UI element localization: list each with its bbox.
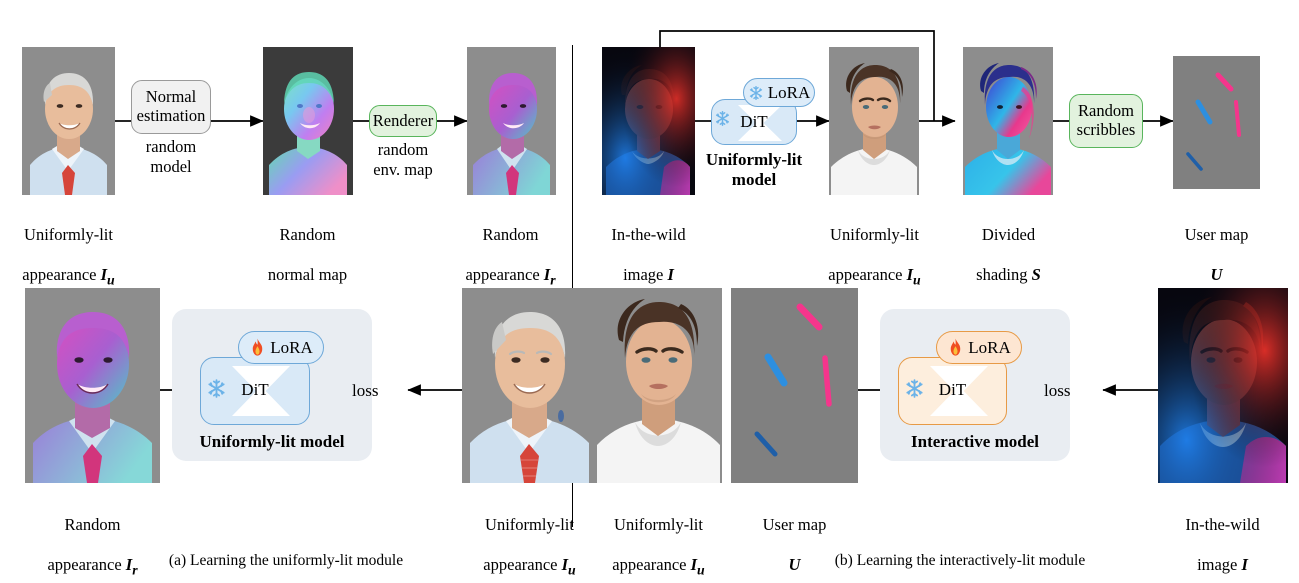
image-random-appearance-a-bottom — [25, 288, 160, 483]
caption-uniformly-lit-a-bottom: Uniformly-lit appearance Iu — [483, 515, 576, 578]
caption-user-map-b-top: User map U — [1184, 225, 1249, 285]
caption-user-map-b-bottom: User map U — [762, 515, 827, 575]
lora-label-b-top: LoRA — [767, 82, 811, 102]
op-renderer-box[interactable]: Renderer — [369, 105, 437, 137]
image-in-the-wild-b-top — [602, 47, 695, 195]
panel-divider — [572, 45, 574, 527]
op-random-scribbles-box[interactable]: Random scribbles — [1069, 94, 1143, 148]
caption-divided-shading: Divided shading S — [976, 225, 1041, 285]
op-renderer-sublabel: random env. map — [373, 140, 433, 179]
flame-icon-lora-b-bottom — [951, 338, 961, 356]
caption-random-appearance-a-top: Random appearance Ir — [465, 225, 556, 288]
lora-label-a-bottom: LoRA — [270, 337, 313, 357]
op-normal-estimation-sublabel: random model — [145, 137, 197, 176]
image-user-map-b-top — [1173, 56, 1260, 189]
scribble-pink-top — [1215, 72, 1234, 92]
image-uniformly-lit-appearance-a-top — [22, 47, 115, 195]
lora-pill-a-bottom[interactable]: LoRA — [238, 331, 324, 364]
scribble-blue-bottom — [754, 431, 778, 457]
model-name-b-bottom: Interactive model — [911, 432, 1039, 451]
caption-uniformly-lit-appearance-a-top: Uniformly-lit appearance Iu — [22, 225, 115, 288]
image-divided-shading — [963, 47, 1053, 195]
subcaption-a: (a) Learning the uniformly-lit module — [168, 552, 404, 569]
scribble-blue-mid — [764, 353, 788, 387]
scribble-pink-right — [822, 355, 832, 407]
image-uniformly-lit-b-bottom — [595, 288, 722, 483]
dit-block-a-bottom[interactable] — [200, 357, 310, 425]
model-name-a-bottom: Uniformly-lit model — [199, 432, 345, 451]
snowflake-icon-dit-b-top — [715, 111, 730, 126]
model-name-b-top: Uniformly-lit model — [705, 150, 803, 190]
scribble-blue-mid — [1195, 99, 1213, 125]
loss-label-b-bottom: loss — [1044, 381, 1071, 400]
lora-label-b-bottom: LoRA — [968, 337, 1011, 357]
caption-in-the-wild-b-bottom: In-the-wild image I — [1185, 515, 1260, 575]
image-uniformly-lit-b-top — [829, 47, 919, 195]
image-in-the-wild-b-bottom — [1158, 288, 1288, 483]
image-user-map-b-bottom — [731, 288, 858, 483]
caption-uniformly-lit-b-top: Uniformly-lit appearance Iu — [828, 225, 921, 288]
lora-pill-b-bottom[interactable]: LoRA — [936, 331, 1022, 364]
op-normal-estimation-box[interactable]: Normal estimation — [131, 80, 211, 134]
caption-in-the-wild-b-top: In-the-wild image I — [611, 225, 686, 285]
lora-pill-b-top[interactable]: LoRA — [743, 78, 815, 107]
caption-random-normal-map: Random normal map — [267, 225, 348, 285]
caption-random-appearance-a-bottom: Random appearance Ir — [47, 515, 138, 578]
scribble-pink-right — [1234, 100, 1241, 137]
dit-block-b-bottom[interactable] — [898, 357, 1007, 425]
flame-icon-lora-a-bottom — [253, 338, 263, 356]
loss-label-a-bottom: loss — [352, 381, 379, 400]
subcaption-b: (b) Learning the interactively-lit modul… — [834, 552, 1086, 569]
scribble-blue-bottom — [1186, 152, 1203, 171]
image-uniformly-lit-a-bottom — [462, 288, 597, 483]
scribble-pink-top — [796, 303, 823, 331]
snowflake-icon-dit-b-bottom — [906, 379, 923, 398]
snowflake-icon-lora-b-top — [749, 85, 762, 100]
snowflake-icon-dit-a-bottom — [208, 379, 225, 398]
image-random-appearance-a-top — [467, 47, 556, 195]
caption-uniformly-lit-b-bottom: Uniformly-lit appearance Iu — [612, 515, 705, 578]
image-random-normal-map — [263, 47, 353, 195]
